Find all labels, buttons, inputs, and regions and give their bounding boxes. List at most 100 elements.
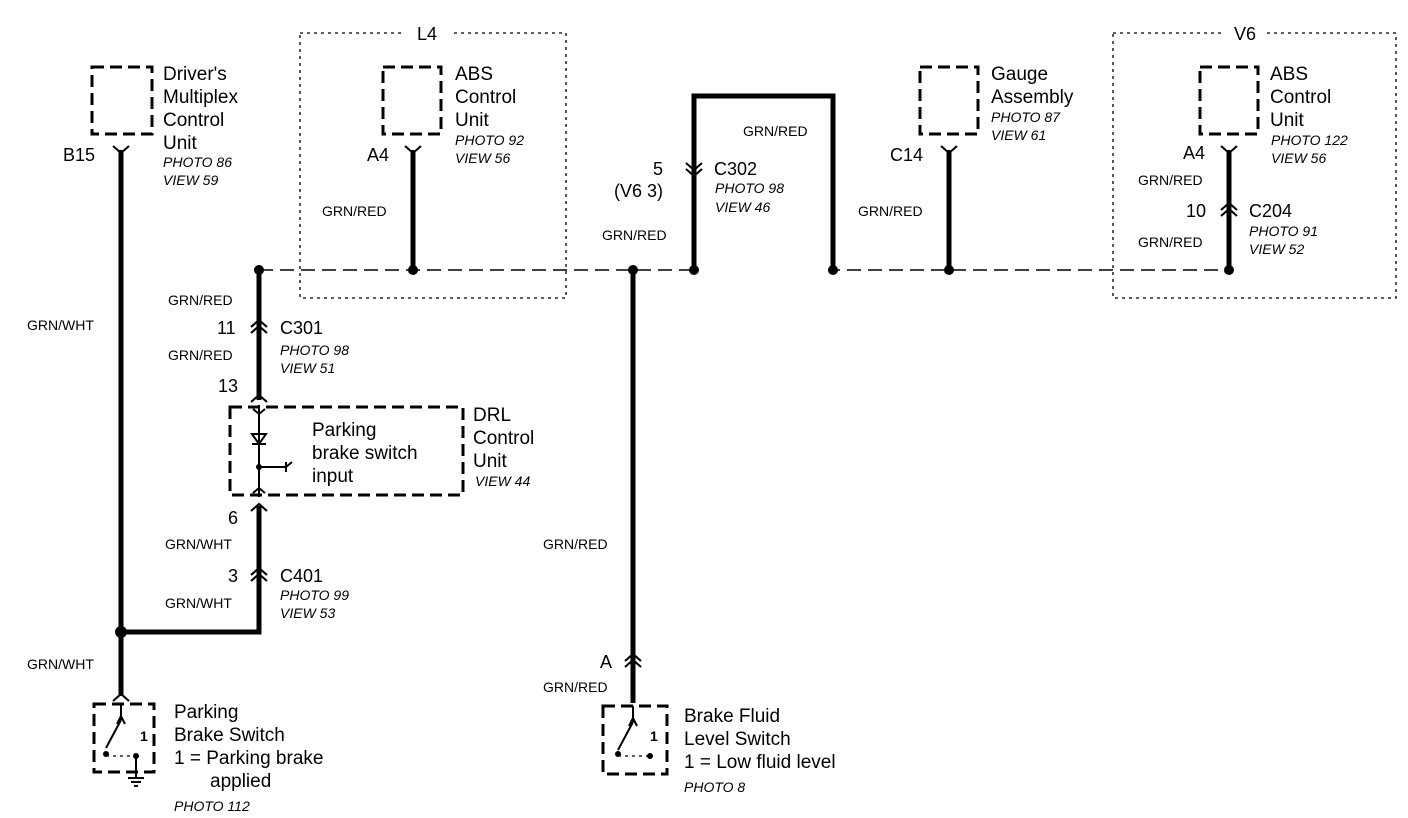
parking-switch-name-1: Parking (174, 702, 238, 723)
abs-l4-box (381, 65, 443, 136)
c302-ref-1: PHOTO 98 (715, 180, 784, 196)
c204-symbol (1220, 201, 1238, 217)
region-l4: L4 (299, 22, 567, 299)
abs-l4-ref-2: VIEW 56 (455, 150, 510, 166)
driver-mcu-name-3: Control (163, 110, 224, 131)
region-v6: V6 (1112, 22, 1397, 299)
abs-control-unit-v6: ABS Control Unit PHOTO 122 VIEW 56 A4 (1183, 64, 1348, 166)
connector-c302: 5 (V6 3) C302 PHOTO 98 VIEW 46 (614, 159, 784, 215)
region-v6-label: V6 (1234, 24, 1256, 44)
driver-mcu-pin: B15 (63, 145, 95, 165)
c204-pin: 10 (1186, 201, 1206, 221)
parking-switch-name-4: applied (210, 771, 271, 792)
abs-v6-pin: A4 (1183, 143, 1205, 163)
drl-control-unit: 13 Parking brake switch input DRL Contro… (218, 376, 534, 528)
c204-id: C204 (1249, 201, 1292, 221)
driver-mcu-name-4: Unit (163, 133, 198, 154)
parking-switch-pos: 1 (140, 728, 148, 744)
fluid-switch-terminal-icon (647, 753, 653, 759)
ground-icon (128, 756, 144, 787)
drl-box (228, 405, 465, 497)
c204-ref-2: VIEW 52 (1249, 241, 1304, 257)
drl-pin-top: 13 (218, 376, 238, 396)
abs-v6-name-2: Control (1270, 87, 1331, 108)
drl-input-icon (259, 461, 293, 472)
c302-symbol (685, 162, 703, 178)
c301-ref-2: VIEW 51 (280, 360, 335, 376)
abs-v6-ref-1: PHOTO 122 (1271, 132, 1348, 148)
abs-l4-ref-1: PHOTO 92 (455, 132, 524, 148)
drl-name-3: Unit (473, 451, 508, 472)
abs-l4-name-1: ABS (455, 64, 493, 85)
splice-abs-l4 (408, 265, 418, 275)
drl-inner-1: Parking (312, 420, 376, 441)
abs-l4-name-2: Control (455, 87, 516, 108)
wire-label-c302-loop: GRN/RED (743, 123, 808, 139)
parking-switch-box (92, 702, 156, 774)
brake-fluid-level-switch: 1 Brake Fluid Level Switch 1 = Low fluid… (601, 704, 836, 795)
parking-switch-name-2: Brake Switch (174, 725, 285, 746)
fluid-switch-contact-icon (617, 706, 638, 751)
drl-pin-bottom-symbol (250, 502, 268, 512)
driver-mcu-name-1: Driver's (163, 64, 227, 85)
c302-alt: (V6 3) (614, 181, 663, 201)
wire-label-fluid-1: GRN/RED (543, 536, 608, 552)
driver-mcu-box (90, 65, 154, 136)
wire-label-c302-down: GRN/RED (602, 227, 667, 243)
c401-ref-2: VIEW 53 (280, 605, 335, 621)
region-v6-border (1112, 32, 1397, 299)
driver-mcu-ref-2: VIEW 59 (163, 172, 218, 188)
driver-mcu-ref-1: PHOTO 86 (163, 154, 232, 170)
c301-pin: 11 (217, 318, 236, 338)
c401-ref-1: PHOTO 99 (280, 587, 349, 603)
c401-pin: 3 (228, 566, 238, 586)
wire-c302-loop (691, 93, 836, 270)
abs-l4-name-3: Unit (455, 110, 490, 131)
abs-v6-name-3: Unit (1270, 110, 1305, 131)
wire-grn-wht-drl (121, 506, 262, 635)
drl-ref: VIEW 44 (475, 473, 530, 489)
drl-terminal-icon (252, 408, 266, 494)
fluid-conn-symbol (624, 652, 642, 668)
fluid-switch-name-3: 1 = Low fluid level (684, 752, 836, 773)
wire-label-fluid-2: GRN/RED (543, 679, 608, 695)
drl-diode-icon (250, 433, 268, 446)
wire-label-grn-wht-2: GRN/WHT (27, 656, 94, 672)
fluid-conn-pin: A (600, 652, 612, 672)
wire-label-drl-4: GRN/WHT (165, 595, 232, 611)
gauge-box (918, 65, 980, 136)
fluid-switch-name-1: Brake Fluid (684, 706, 780, 727)
fluid-switch-pivot-icon (615, 751, 621, 757)
gauge-name-2: Assembly (991, 87, 1074, 108)
wire-label-grn-wht-1: GRN/WHT (27, 317, 94, 333)
parking-switch-ref: PHOTO 112 (174, 798, 250, 814)
c302-ref-2: VIEW 46 (715, 199, 770, 215)
c204-ref-1: PHOTO 91 (1249, 223, 1318, 239)
parking-switch-pin-symbol (112, 692, 130, 702)
gauge-pin: C14 (890, 145, 923, 165)
drl-name-1: DRL (473, 405, 511, 426)
wire-label-drl-2: GRN/RED (168, 347, 233, 363)
connector-c401: 3 C401 PHOTO 99 VIEW 53 (228, 566, 349, 621)
region-l4-border (299, 32, 567, 299)
wire-label-abs-v6-2: GRN/RED (1138, 234, 1203, 250)
gauge-ref-2: VIEW 61 (991, 127, 1046, 143)
splice-gauge (944, 265, 954, 275)
fluid-switch-ref: PHOTO 8 (684, 779, 745, 795)
wire-label-drl-1: GRN/RED (168, 292, 233, 308)
fluid-switch-pos: 1 (650, 728, 658, 744)
fluid-switch-name-2: Level Switch (684, 729, 791, 750)
gauge-assembly: Gauge Assembly PHOTO 87 VIEW 61 C14 (890, 64, 1074, 165)
abs-v6-name-1: ABS (1270, 64, 1308, 85)
abs-l4-pin: A4 (367, 145, 389, 165)
c401-id: C401 (280, 566, 323, 586)
wire-label-abs-l4: GRN/RED (322, 203, 387, 219)
connector-fluid: A (600, 652, 642, 672)
drl-pin-top-symbol (250, 393, 268, 403)
region-l4-label: L4 (417, 24, 437, 44)
wire-label-gauge: GRN/RED (858, 203, 923, 219)
driver-mcu-name-2: Multiplex (163, 87, 238, 108)
connector-c301: 11 C301 PHOTO 98 VIEW 51 (217, 318, 349, 376)
drl-name-2: Control (473, 428, 534, 449)
